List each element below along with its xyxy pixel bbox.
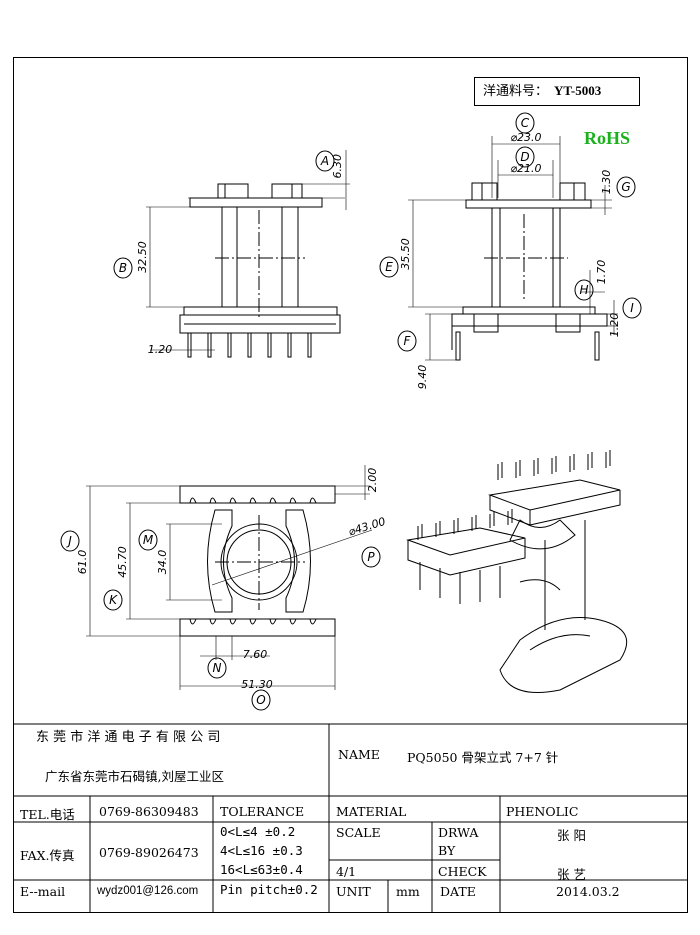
front-base xyxy=(179,314,341,334)
side-top-flange xyxy=(465,199,592,209)
dimension-values: 6.30 32.50 ⌀23.0 ⌀21.0 35.50 9.40 1.30 1… xyxy=(76,131,621,691)
drawn-label-2: BY xyxy=(438,843,456,858)
email-label: E--mail xyxy=(20,884,66,899)
material-value: PHENOLIC xyxy=(506,804,579,819)
tel-label: TEL.电话 xyxy=(20,807,75,822)
dim-p-value: ⌀43.00 xyxy=(347,515,387,539)
front-bottom-flange xyxy=(183,306,338,316)
side-view xyxy=(408,136,618,361)
dim-g-value: 1.30 xyxy=(600,170,613,195)
callout-c: C xyxy=(521,116,530,130)
part-number-box: 洋通料号： YT-5003 xyxy=(474,77,640,106)
fax-label: FAX.传真 xyxy=(20,848,75,863)
callout-o: O xyxy=(256,693,265,707)
callout-h: H xyxy=(579,283,588,297)
callout-e: E xyxy=(385,260,393,274)
check-label: CHECK xyxy=(438,864,487,879)
callout-a: A xyxy=(320,154,329,168)
callout-letters: A B C D E F G H I J K M N O P xyxy=(66,116,634,707)
check-value: 张 艺 xyxy=(557,867,586,882)
dim-f-value: 9.40 xyxy=(416,365,429,390)
rohs-mark: RoHS xyxy=(584,128,631,148)
front-top-boss-left xyxy=(217,183,249,199)
scale-value: 4/1 xyxy=(336,864,357,879)
company-address: 广东省东莞市石碣镇,刘屋工业区 xyxy=(45,769,224,784)
isometric-view xyxy=(406,450,628,693)
bottom-top-rail xyxy=(179,485,336,504)
scale-label: SCALE xyxy=(336,825,381,840)
front-top-flange xyxy=(189,197,323,208)
unit-label: UNIT xyxy=(336,884,371,899)
name-label: NAME xyxy=(338,747,380,762)
company-name: 东 莞 市 洋 通 电 子 有 限 公 司 xyxy=(36,730,221,745)
part-number-label: 洋通料号： xyxy=(483,84,549,99)
bottom-view xyxy=(86,465,373,690)
part-number-value: YT-5003 xyxy=(554,83,602,98)
title-block-grid xyxy=(13,723,688,913)
dim-e-value: 35.50 xyxy=(399,238,412,270)
callout-p: P xyxy=(367,550,375,564)
callout-k: K xyxy=(109,593,118,607)
dim-pin-gap-value: 1.20 xyxy=(148,343,173,356)
bobbin-flange-left xyxy=(207,509,233,613)
dim-k-value: 45.70 xyxy=(116,546,129,578)
email-value: wydz001@126.com xyxy=(97,885,199,897)
fax-value: 0769-89026473 xyxy=(99,845,199,860)
drawing-border xyxy=(13,57,688,913)
callout-m: M xyxy=(143,533,154,547)
callout-b: B xyxy=(119,261,127,275)
front-top-boss-right xyxy=(271,183,303,199)
front-view xyxy=(146,150,350,358)
callout-g: G xyxy=(621,180,630,194)
dim-c-value: ⌀23.0 xyxy=(510,131,541,144)
dim-n-value: 7.60 xyxy=(243,648,268,661)
name-value: PQ5050 骨架立式 7+7 针 xyxy=(407,750,559,765)
callout-n: N xyxy=(213,661,222,675)
dim-h-value: 1.70 xyxy=(595,260,608,285)
drawn-label-1: DRWA xyxy=(438,825,479,840)
dim-b-value: 32.50 xyxy=(136,241,149,273)
callout-i: I xyxy=(630,301,634,315)
callout-j: J xyxy=(66,534,72,548)
dim-m-value: 34.0 xyxy=(156,550,169,575)
dim-i-value: 1.20 xyxy=(608,313,621,338)
date-label: DATE xyxy=(440,884,476,899)
tolerance-label: TOLERANCE xyxy=(220,804,305,819)
tel-value: 0769-86309483 xyxy=(99,804,199,819)
bobbin-flange-right xyxy=(285,509,311,613)
dim-top-pin-value: 2.00 xyxy=(366,468,379,493)
dim-j-value: 61.0 xyxy=(76,550,89,575)
callout-d: D xyxy=(520,150,529,164)
tolerance-line-2: 4<L≤16 ±0.3 xyxy=(220,843,303,858)
tolerance-line-4: Pin pitch±0.2 xyxy=(220,882,318,897)
iso-bottom-flange xyxy=(499,617,628,693)
tolerance-line-3: 16<L≤63±0.4 xyxy=(220,862,303,877)
drawn-value: 张 阳 xyxy=(557,828,586,843)
dim-d-value: ⌀21.0 xyxy=(510,162,541,175)
date-value: 2014.03.2 xyxy=(556,884,620,899)
callout-bubbles xyxy=(60,112,642,711)
front-pins xyxy=(187,332,312,358)
unit-value: mm xyxy=(396,884,420,899)
callout-f: F xyxy=(404,334,412,348)
dim-o-value: 51.30 xyxy=(241,678,273,691)
material-label: MATERIAL xyxy=(336,804,407,819)
tolerance-line-1: 0<L≤4 ±0.2 xyxy=(220,824,296,839)
bottom-bottom-rail xyxy=(179,618,336,637)
